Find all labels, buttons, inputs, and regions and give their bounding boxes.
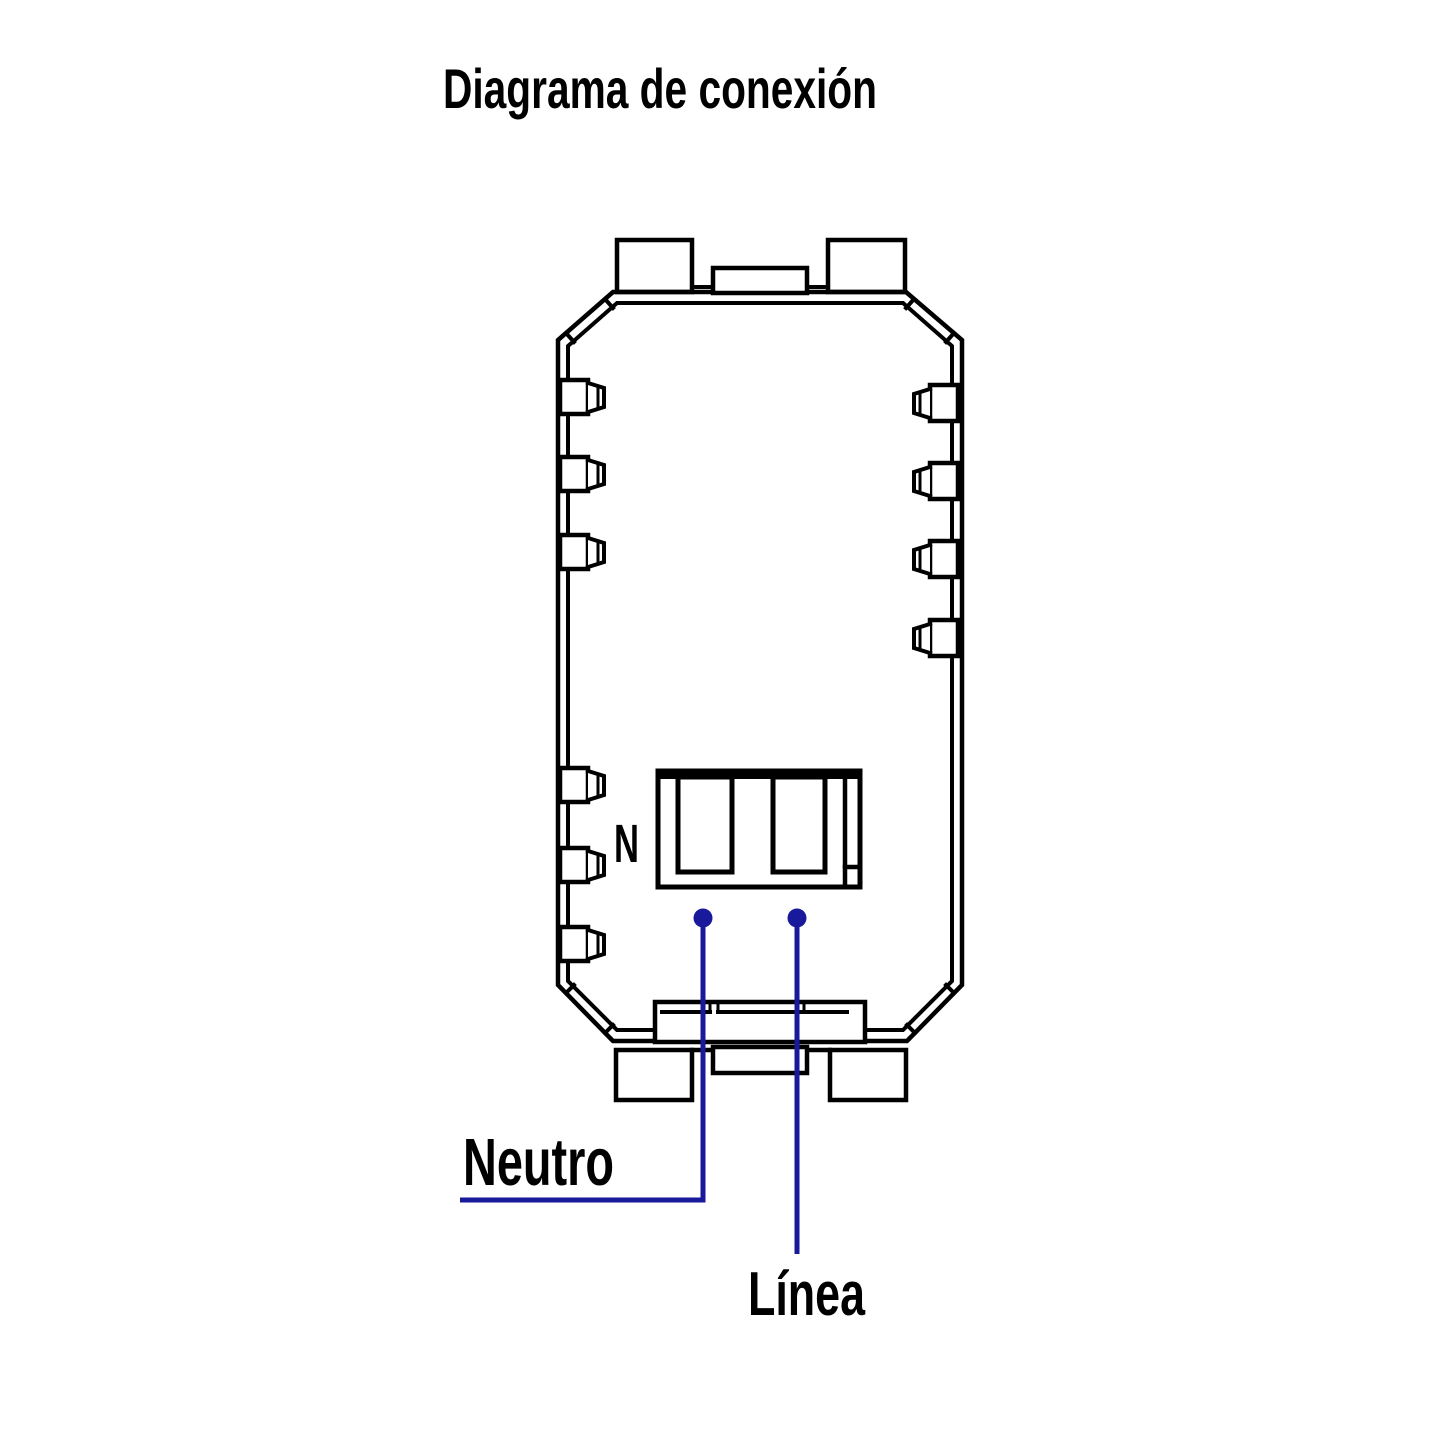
corner-notches	[563, 296, 957, 1036]
neutral-label: Neutro	[463, 1125, 614, 1200]
clip-body	[557, 454, 591, 494]
side-clip-right	[912, 460, 961, 502]
corner-notch	[943, 982, 957, 996]
neutral-terminal-dot	[693, 908, 713, 928]
terminal-window-neutral	[675, 774, 735, 875]
side-clips-left	[557, 377, 606, 964]
clip-bevel	[585, 768, 606, 803]
clip-body	[557, 532, 591, 572]
corner-notch	[903, 296, 917, 311]
clip-body	[927, 460, 961, 502]
clip-bevel	[585, 457, 606, 492]
line-label: Línea	[748, 1260, 865, 1329]
clip-bevel	[585, 927, 606, 962]
top-center-boss	[710, 265, 810, 296]
bottom-tab-right	[827, 1047, 909, 1103]
side-clips-right	[912, 382, 961, 659]
terminal-block	[655, 768, 863, 890]
page-title: Diagrama de conexión	[443, 57, 877, 120]
clip-body	[927, 617, 961, 659]
terminal-block-top-band	[658, 771, 860, 779]
bottom-center-boss	[710, 1044, 810, 1076]
side-clip-left	[557, 765, 606, 805]
clip-bevel	[912, 621, 933, 656]
terminal-window-line	[770, 774, 828, 875]
clip-bevel	[912, 542, 933, 577]
clip-body	[557, 845, 591, 885]
neutral-wire	[460, 918, 706, 1203]
corner-notch	[563, 330, 577, 345]
clip-body	[557, 924, 591, 964]
line-terminal-dot	[787, 908, 807, 928]
clip-bevel	[585, 380, 606, 415]
corner-notch	[602, 296, 616, 311]
top-tab-left	[614, 237, 695, 295]
side-clip-left	[557, 532, 606, 572]
corner-notch	[904, 1022, 918, 1036]
clip-body	[557, 765, 591, 805]
clip-bevel	[912, 386, 933, 421]
clip-body	[557, 377, 591, 417]
corner-notch	[943, 330, 957, 345]
top-tab-right	[825, 237, 908, 295]
side-clip-right	[912, 538, 961, 580]
bottom-rail-body	[652, 999, 868, 1045]
side-clip-left	[557, 377, 606, 417]
clip-bevel	[585, 535, 606, 570]
side-clip-left	[557, 845, 606, 885]
side-clip-right	[912, 382, 961, 424]
side-clip-left	[557, 924, 606, 964]
wires	[460, 908, 807, 1254]
labels: Diagrama de conexión N Neutro Línea	[443, 57, 877, 1329]
clip-body	[927, 538, 961, 580]
terminal-n-label: N	[614, 814, 639, 874]
clip-bevel	[912, 464, 933, 499]
corner-notch	[602, 1022, 616, 1036]
device-linework	[555, 237, 965, 1103]
corner-notch	[563, 982, 577, 996]
side-clip-right	[912, 617, 961, 659]
clip-bevel	[585, 848, 606, 883]
side-clip-left	[557, 454, 606, 494]
clip-body	[927, 382, 961, 424]
bottom-tab-left	[613, 1047, 695, 1103]
bottom-rail	[652, 999, 868, 1045]
